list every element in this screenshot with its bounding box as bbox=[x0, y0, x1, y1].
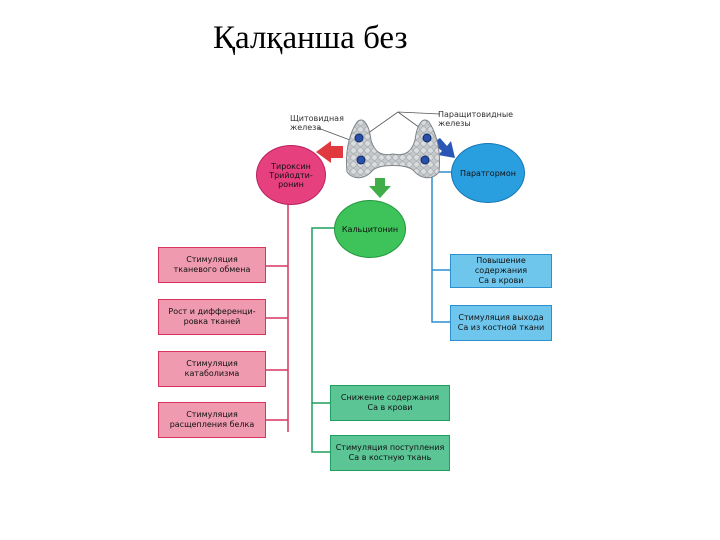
red-arrow bbox=[316, 141, 343, 163]
parathyroid-pointer-line-2 bbox=[397, 111, 421, 129]
thyroxine-circle: Тироксин Трийодти- ронин bbox=[256, 145, 326, 205]
green-arrow bbox=[369, 178, 391, 198]
pink-effect-box-2: Рост и дифференци-ровка тканей bbox=[158, 299, 266, 335]
thyroid-pointer-line bbox=[317, 127, 351, 141]
green-trunk-line bbox=[311, 227, 340, 453]
thyroid-label: Щитовидная железа bbox=[290, 114, 344, 132]
slide-title: Қалқанша без bbox=[213, 20, 408, 56]
parathyroid-label: Паращитовидные железы bbox=[438, 110, 514, 128]
parathyroid-pointer-line-3 bbox=[397, 111, 441, 115]
parathyroid-dot-1 bbox=[354, 133, 364, 143]
parathyroid-dot-2 bbox=[422, 133, 432, 143]
parathyroid-dot-4 bbox=[420, 155, 430, 165]
parathormone-circle: Паратгормон bbox=[451, 143, 525, 203]
blue-trunk-line bbox=[431, 171, 452, 323]
calcitonin-circle: Кальцитонин bbox=[334, 200, 406, 258]
parathyroid-dot-3 bbox=[356, 155, 366, 165]
thyroid-gland-illustration bbox=[346, 119, 440, 179]
